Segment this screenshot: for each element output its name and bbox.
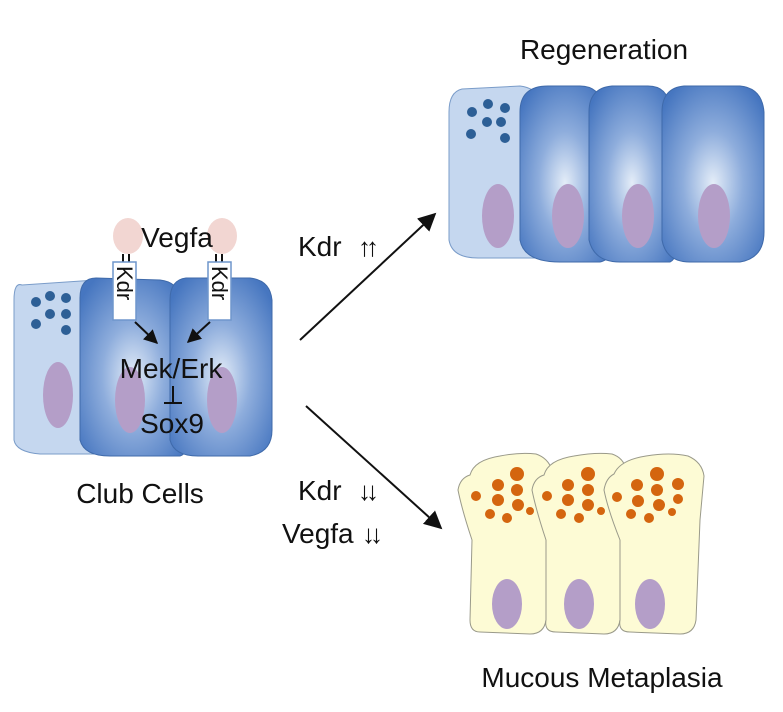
regen-club-nucleus — [482, 184, 514, 248]
vegfa-down-gene: Vegfa — [282, 518, 354, 549]
kdr-up-gene: Kdr — [298, 231, 342, 262]
mucus-granules-1 — [471, 467, 534, 523]
metaplasia-arrow — [305, 405, 443, 530]
goblet-cell-1 — [457, 452, 553, 635]
mucus-granules-2 — [542, 467, 605, 523]
club-cells-group — [13, 218, 273, 457]
regeneration-cells-group — [448, 85, 765, 263]
regen-granules — [466, 99, 510, 143]
mucous-metaplasia-title: Mucous Metaplasia — [481, 662, 723, 693]
ciliated-cell-nucleus — [115, 367, 145, 433]
regen-cell-nucleus — [622, 184, 654, 248]
kdr-to-mek-arrow-left — [134, 321, 159, 344]
vegfa-ligand-left — [113, 218, 143, 254]
ligand-binding-marks — [122, 254, 223, 264]
goblet-cell-2 — [531, 452, 627, 635]
ciliated-cell-2 — [169, 277, 273, 457]
club-cell-granules — [31, 291, 71, 335]
mucus-granules-3 — [612, 467, 684, 523]
kdr-down-change: ↓↓ — [358, 476, 376, 506]
goblet-cell-nucleus — [492, 579, 522, 629]
regen-cell-3 — [661, 85, 765, 263]
goblet-cell-nucleus — [635, 579, 665, 629]
club-cell-nucleus — [43, 362, 73, 428]
inhibition-symbol — [164, 386, 182, 404]
kdr-receptor-left — [112, 261, 137, 321]
kdr-to-mek-arrow-right — [186, 321, 211, 343]
regeneration-arrow — [299, 212, 437, 341]
mucous-cells-group — [457, 452, 705, 635]
regen-cell-nucleus — [698, 184, 730, 248]
goblet-cell-nucleus — [564, 579, 594, 629]
kdr-down-gene: Kdr — [298, 475, 342, 506]
down-annotation: Kdr ↓↓ Vegfa ↓↓ — [282, 475, 385, 549]
kdr-receptor-right — [207, 261, 232, 321]
club-cells-title: Club Cells — [76, 478, 204, 509]
mek-erk-label: Mek/Erk — [120, 353, 224, 384]
regen-cell-nucleus — [552, 184, 584, 248]
vegfa-label: Vegfa — [141, 222, 213, 253]
vegfa-down-change: ↓↓ — [362, 519, 380, 549]
kdr-up-annotation: Kdr ↑↑ — [298, 231, 381, 262]
kdr-up-change: ↑↑ — [358, 232, 376, 262]
sox9-label: Sox9 — [140, 408, 204, 439]
kdr-label-right: Kdr — [207, 266, 232, 300]
kdr-label-left: Kdr — [112, 266, 137, 300]
ciliated-cell-nucleus — [207, 367, 237, 433]
regeneration-title: Regeneration — [520, 34, 688, 65]
vegfa-ligand-right — [207, 218, 237, 254]
